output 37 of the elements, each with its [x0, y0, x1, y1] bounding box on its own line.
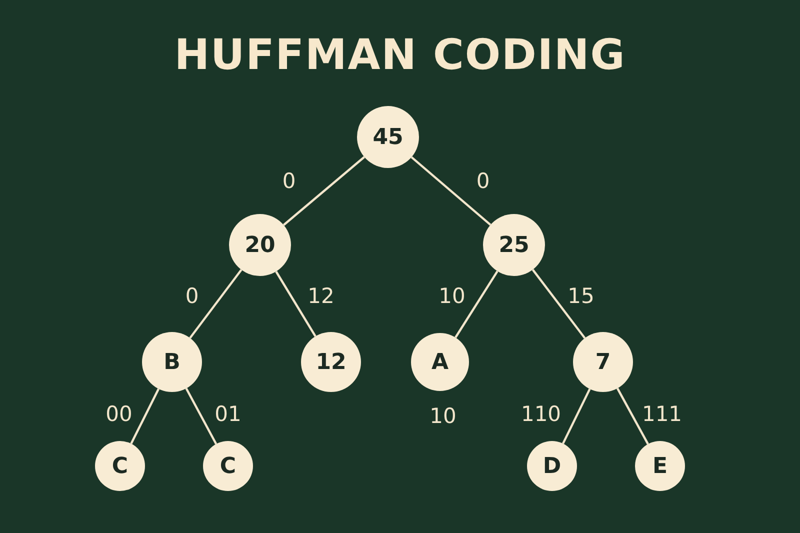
connector-line: [532, 269, 586, 339]
node-label: B: [164, 350, 180, 374]
node-label: 20: [244, 232, 276, 258]
node-label: D: [542, 454, 562, 478]
node-label: 12: [316, 350, 346, 374]
edge-label: 0: [282, 169, 296, 193]
connector-line: [562, 388, 591, 444]
node-label: C: [220, 454, 236, 478]
node-label: C: [112, 454, 128, 478]
edge-label: 00: [106, 402, 132, 426]
node-label: A: [431, 350, 449, 374]
edge-label: 10: [438, 284, 466, 308]
title: HUFFMAN CODING: [173, 30, 627, 79]
edge-label: 12: [308, 284, 334, 308]
connector-line: [189, 269, 242, 339]
code-label: 10: [430, 404, 456, 428]
tree-node-circle: [635, 441, 685, 491]
connector-line: [275, 270, 316, 337]
connector-line: [185, 388, 218, 445]
edge-label: 0: [476, 169, 490, 193]
connector-line: [282, 156, 366, 226]
node-label: E: [652, 454, 668, 478]
node-label: 45: [372, 124, 404, 150]
tree-node-circle: [95, 441, 145, 491]
edge-label: 01: [214, 402, 242, 426]
tree-node-circle: [527, 441, 577, 491]
edge-label: 110: [520, 402, 562, 426]
connector-line: [410, 156, 492, 226]
edge-label: 0: [185, 284, 199, 308]
connector-line: [616, 388, 649, 445]
edge-label: 111: [642, 402, 682, 426]
connector-line: [130, 388, 160, 444]
tree-node-circle: [203, 441, 253, 491]
node-label: 7: [595, 350, 611, 374]
edge-label: 15: [568, 284, 594, 308]
node-label: 25: [498, 232, 530, 258]
connector-line: [454, 270, 498, 338]
